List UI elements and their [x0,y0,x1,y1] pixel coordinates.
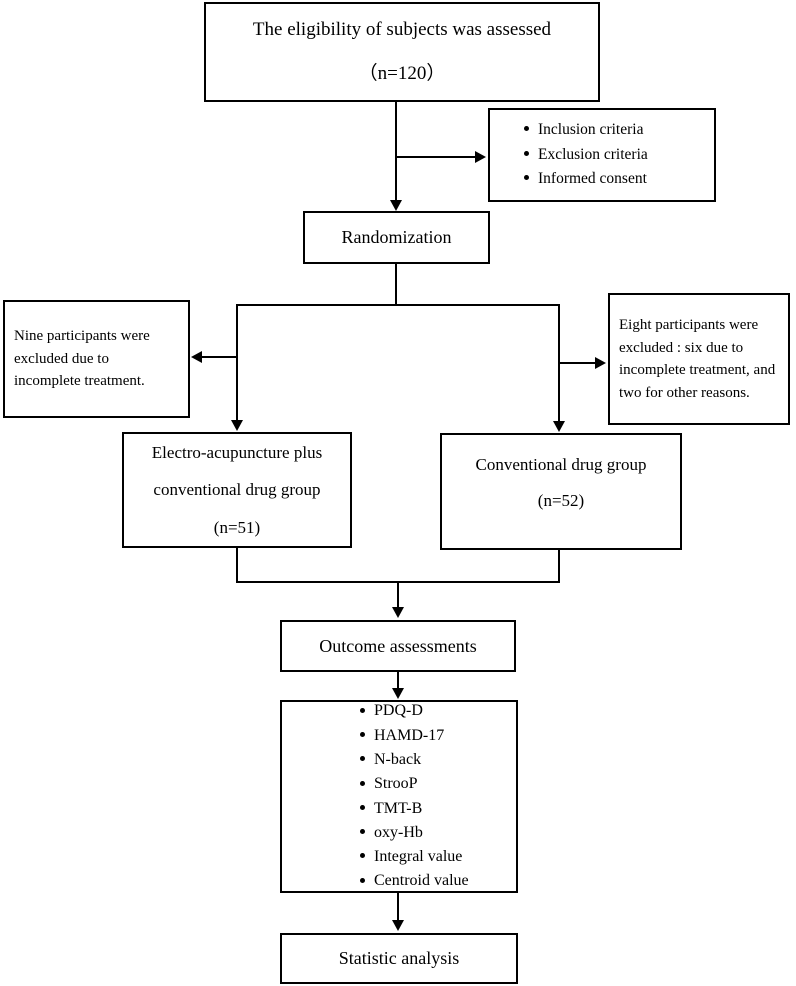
list-item: oxy-Hb [360,821,594,845]
node-group-conventional-drug: Conventional drug group (n=52) [440,433,682,550]
arrow-list-to-statistic [392,920,404,931]
list-item: Integral value [360,845,594,869]
group-control-count: (n=52) [537,490,585,510]
connector-outcome-to-list [397,672,399,691]
list-item: StrooP [360,772,594,796]
connector-left-to-excluded [202,356,238,358]
list-item: Exclusion criteria [524,143,748,167]
excluded-right-text: Eight participants were excluded : six d… [619,317,776,401]
node-excluded-right: Eight participants were excluded : six d… [608,293,790,425]
connector-split-bar [236,304,560,306]
eligibility-title: The eligibility of subjects was assessed [252,19,552,41]
node-excluded-left: Nine participants were excluded due to i… [3,300,190,418]
list-item: N-back [360,748,594,772]
connector-group-ea-down [236,548,238,583]
list-item: TMT-B [360,797,594,821]
connector-right-to-excluded [560,362,596,364]
arrow-split-right-to-group-control [553,421,565,432]
list-item: PDQ-D [360,699,594,723]
arrow-merge-to-outcome [392,607,404,618]
node-randomization: Randomization [303,211,490,264]
arrow-split-left-to-group-ea [231,420,243,431]
list-item: HAMD-17 [360,724,594,748]
connector-randomization-down [395,264,397,305]
statistic-analysis-label: Statistic analysis [338,948,460,969]
connector-split-right-down [558,304,560,423]
node-outcome-assessments: Outcome assessments [280,620,516,672]
node-outcome-measures: PDQ-D HAMD-17 N-back StrooP TMT-B oxy-Hb… [280,700,518,893]
group-control-line1: Conventional drug group [475,455,647,474]
arrow-eligibility-to-randomization [390,200,402,211]
group-ea-count: (n=51) [213,517,261,537]
group-ea-line1: Electro-acupuncture plus [151,442,323,462]
arrow-left-to-excluded [191,351,202,363]
arrow-outcome-to-list [392,688,404,699]
excluded-left-text: Nine participants were excluded due to i… [14,328,150,390]
node-screening-criteria: Inclusion criteria Exclusion criteria In… [488,108,716,202]
node-statistic-analysis: Statistic analysis [280,933,518,984]
connector-trunk-to-criteria [396,156,476,158]
eligibility-count: （n=120） [358,63,446,84]
criteria-list: Inclusion criteria Exclusion criteria In… [490,118,748,191]
randomization-label: Randomization [341,227,452,248]
list-item: Informed consent [524,167,748,191]
connector-split-left-down [236,304,238,422]
connector-list-to-statistic [397,893,399,922]
outcome-measures-list: PDQ-D HAMD-17 N-back StrooP TMT-B oxy-Hb… [282,699,594,894]
connector-merge-to-outcome [397,581,399,609]
list-item: Centroid value [360,869,594,893]
outcome-assessments-label: Outcome assessments [319,635,477,656]
node-group-electroacupuncture: Electro-acupuncture plus conventional dr… [122,432,352,548]
group-ea-line2: conventional drug group [153,480,321,500]
arrow-right-to-excluded [595,357,606,369]
node-eligibility-assessment: The eligibility of subjects was assessed… [204,2,600,102]
connector-eligibility-to-randomization [395,102,397,202]
list-item: Inclusion criteria [524,118,748,142]
arrow-trunk-to-criteria [475,151,486,163]
connector-group-control-down [558,550,560,583]
